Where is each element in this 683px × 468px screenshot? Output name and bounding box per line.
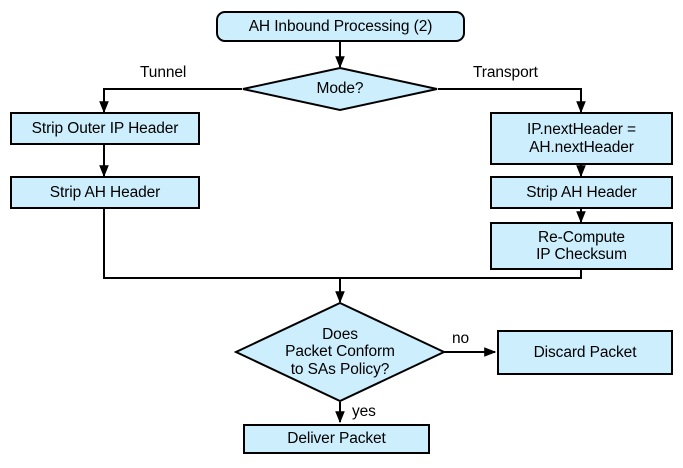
edge-mode-transport (438, 88, 586, 114)
node-ip-nextheader-assign[interactable]: IP.nextHeader = AH.nextHeader (490, 112, 673, 165)
edge-label-yes: yes (352, 403, 376, 420)
edge-tunnel-merge (103, 209, 340, 279)
edge-transport-merge (340, 270, 582, 279)
node-strip-ah-header-transport[interactable]: Strip AH Header (490, 176, 673, 209)
edge-label-no: no (452, 330, 470, 347)
node-ip-nextheader-assign-label: IP.nextHeader = AH.nextHeader (527, 121, 636, 156)
node-deliver-packet[interactable]: Deliver Packet (243, 424, 430, 454)
node-mode-decision-label: Mode? (316, 80, 364, 98)
node-strip-outer-ip-header-label: Strip Outer IP Header (31, 119, 179, 137)
edge-label-tunnel: Tunnel (140, 64, 187, 81)
node-mode-decision[interactable]: Mode? (242, 66, 438, 112)
edge-label-transport: Transport (473, 64, 538, 81)
node-deliver-packet-label: Deliver Packet (287, 430, 386, 448)
node-strip-ah-header-tunnel[interactable]: Strip AH Header (10, 176, 200, 209)
node-policy-decision-label: Does Packet Conform to SAs Policy? (285, 325, 395, 378)
node-start[interactable]: AH Inbound Processing (2) (216, 11, 465, 42)
node-strip-ah-header-transport-label: Strip AH Header (526, 183, 637, 201)
node-strip-ah-header-tunnel-label: Strip AH Header (49, 183, 161, 201)
node-recompute-ip-checksum-label: Re-Compute IP Checksum (536, 228, 627, 263)
node-strip-outer-ip-header[interactable]: Strip Outer IP Header (10, 112, 200, 145)
node-policy-decision[interactable]: Does Packet Conform to SAs Policy? (233, 301, 447, 403)
edge-mode-tunnel (99, 88, 242, 114)
node-discard-packet-label: Discard Packet (533, 343, 637, 361)
node-discard-packet[interactable]: Discard Packet (497, 330, 673, 375)
node-start-label: AH Inbound Processing (2) (248, 17, 433, 35)
node-recompute-ip-checksum[interactable]: Re-Compute IP Checksum (490, 222, 673, 270)
